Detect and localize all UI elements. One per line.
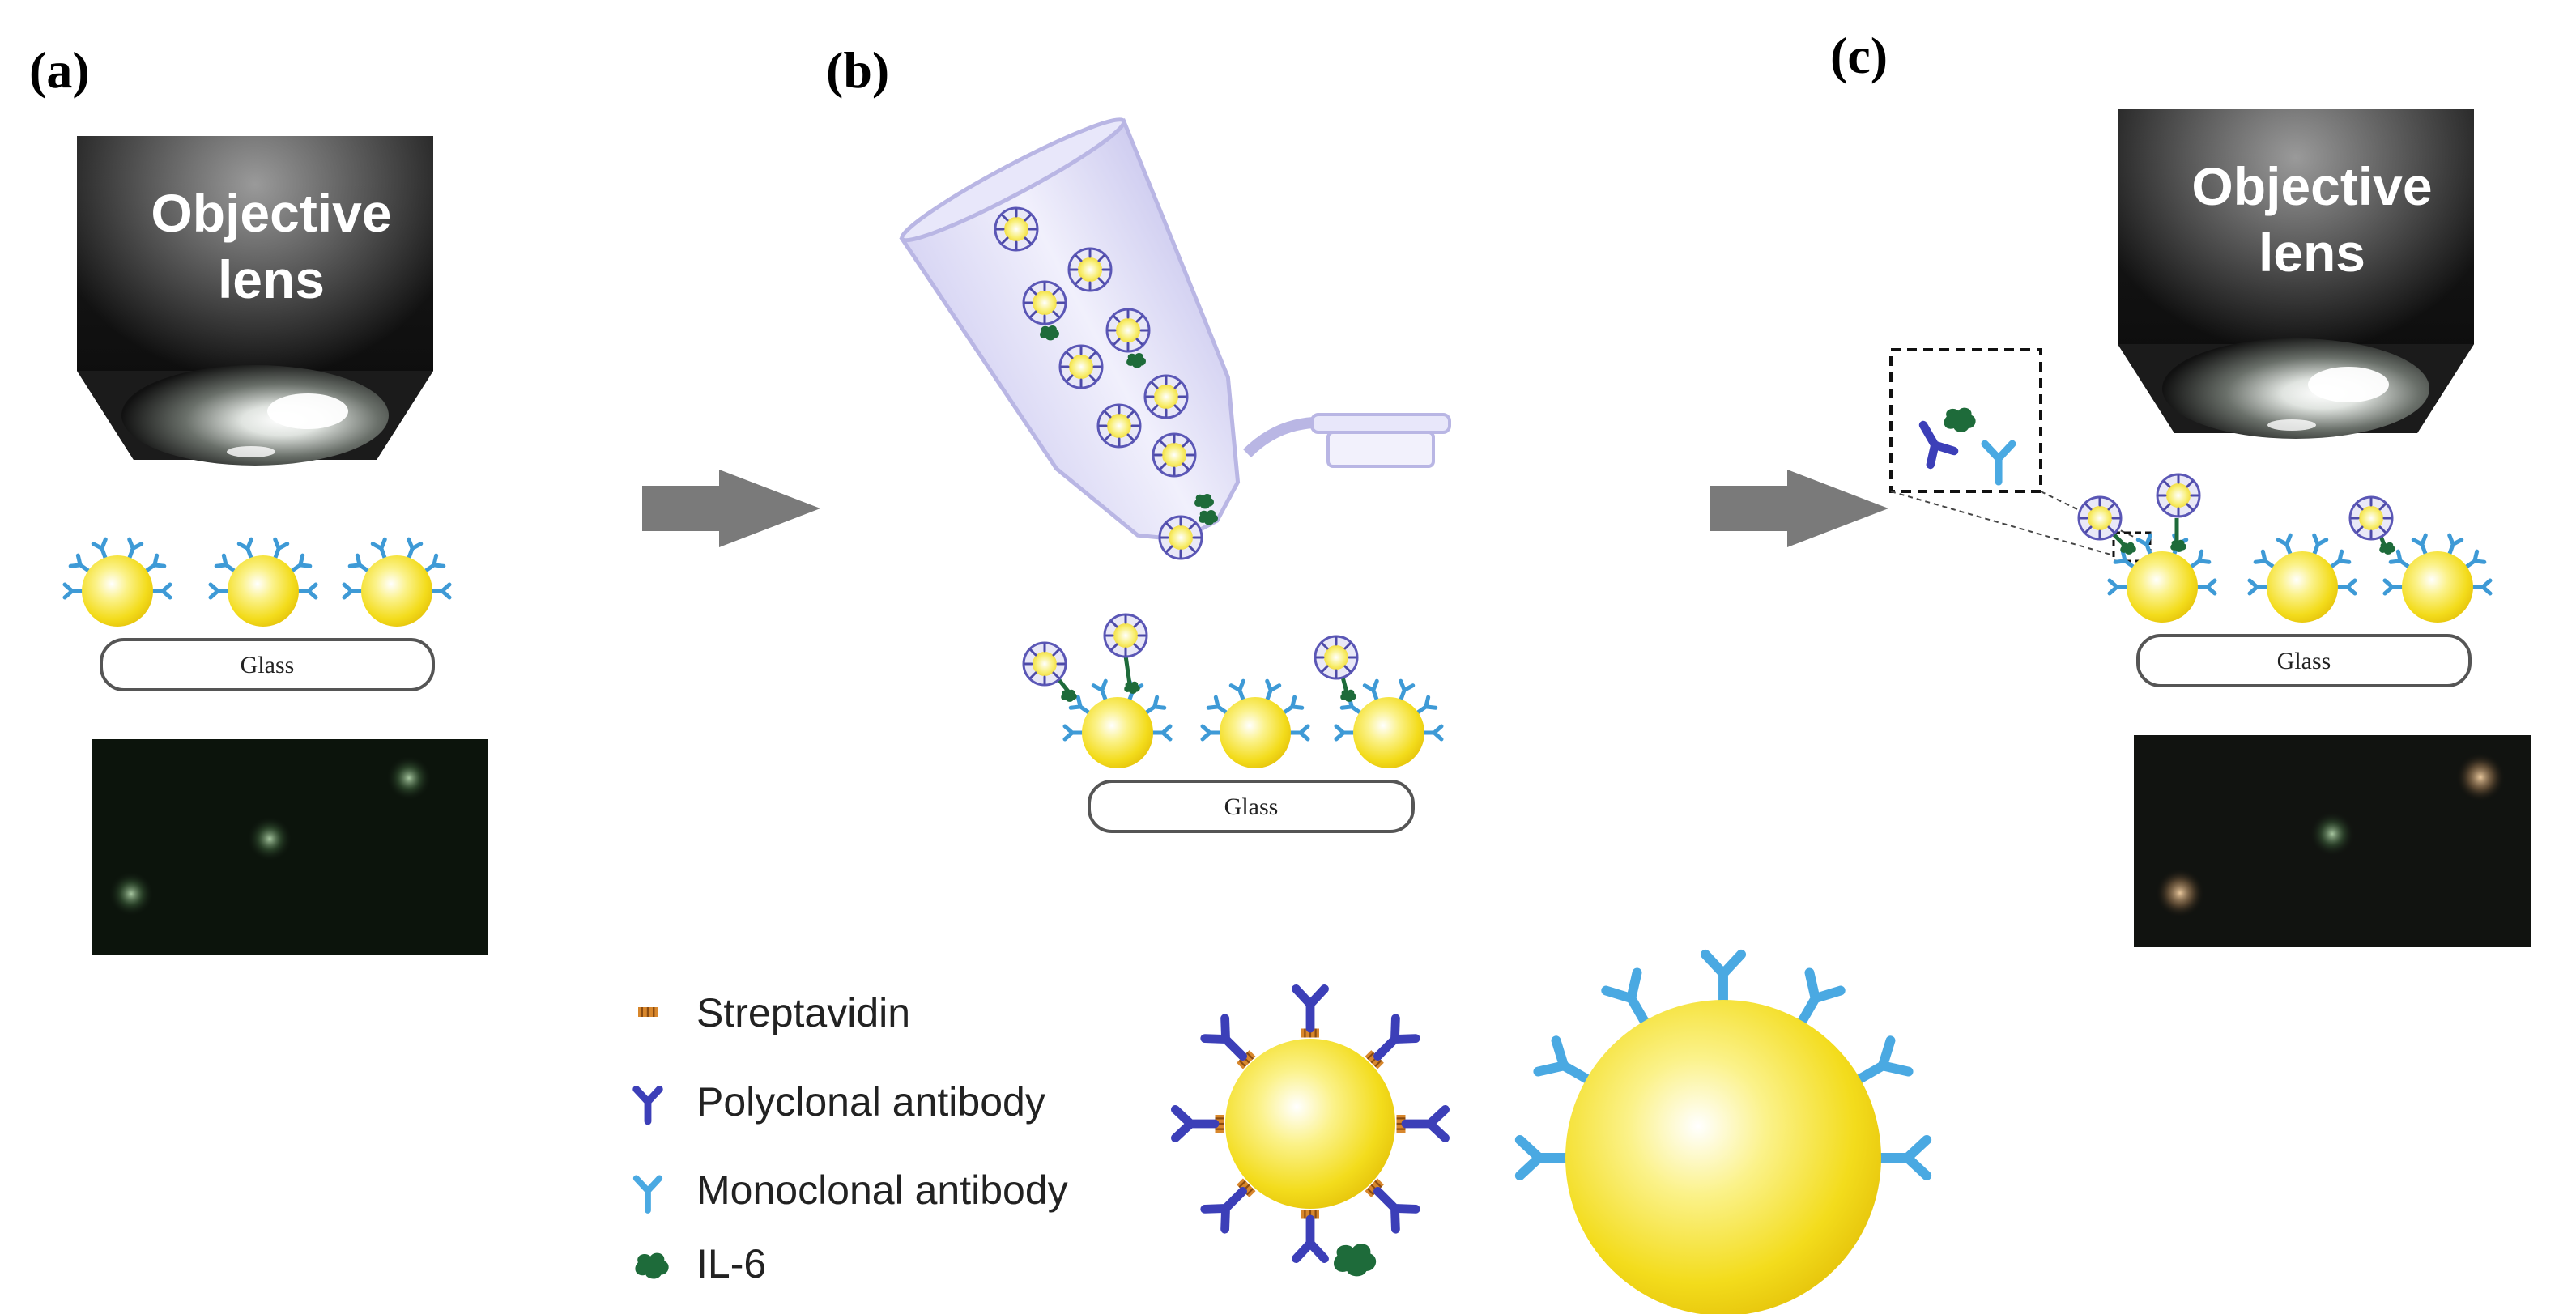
monoclonal-antibody-icon [637,1178,660,1210]
legend-streptavidin-label: Streptavidin [696,990,910,1035]
dark-field-image-a [92,739,488,955]
glass-label-b: Glass [1224,793,1279,820]
objective-lens-c: Objective lens [2118,109,2474,439]
glass-label-a: Glass [241,652,295,678]
capture-beads-c [2077,473,2490,623]
sample-tube [899,117,1451,542]
panel-label-c: (c) [1830,27,1888,84]
lens-c-line1: Objective [2191,156,2432,216]
legend-polyclonal: Polyclonal antibody [637,1079,1045,1125]
panel-label-b: (b) [826,41,889,99]
legend-monoclonal-label: Monoclonal antibody [696,1167,1068,1213]
streptavidin-icon [637,1006,659,1018]
lens-a-line1: Objective [151,183,391,243]
legend-il6: IL-6 [635,1241,766,1286]
capture-beads-a [65,539,449,627]
lens-c-line2: lens [2259,223,2365,283]
capture-nanoparticle [1520,955,1927,1314]
objective-lens-a: Objective lens [77,136,433,466]
glass-slide-c: Glass [2136,634,2472,687]
legend-polyclonal-label: Polyclonal antibody [696,1079,1045,1125]
arrow-b-to-c [1710,470,1888,547]
released-bead [1158,515,1203,560]
panel-label-a: (a) [29,41,90,99]
polyclonal-antibody-icon [637,1089,660,1121]
glass-slide-b: Glass [1088,780,1415,833]
detection-nanoparticle [1175,989,1445,1277]
dark-field-image-c [2134,735,2531,947]
glass-slide-a: Glass [100,638,435,691]
glass-label-c: Glass [2277,648,2331,674]
arrow-a-to-b [642,470,820,547]
capture-beads-b [1022,613,1441,768]
legend-monoclonal: Monoclonal antibody [637,1167,1068,1213]
lens-a-line2: lens [218,249,325,309]
legend-il6-label: IL-6 [696,1241,766,1286]
legend: Streptavidin Polyclonal antibody Monoclo… [635,990,1068,1286]
legend-streptavidin: Streptavidin [637,990,910,1035]
zoom-inset [1889,348,2152,563]
il6-icon [635,1252,669,1279]
